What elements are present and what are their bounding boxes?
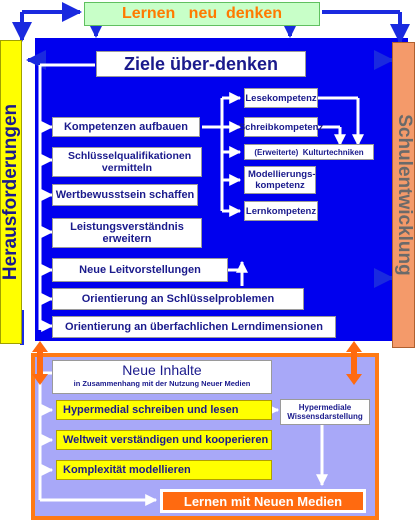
comp-lesekompetenz: Lesekompetenz [244, 88, 318, 108]
item-neue-leitvorstellungen: Neue Leitvorstellungen [52, 258, 228, 282]
side-note-hypermediale-wissensdarstellung: Hypermediale Wissensdarstellung [280, 399, 370, 425]
top-banner-text: Lernen neu denken [121, 5, 283, 22]
item-wertbewusstsein: Wertbewusstsein schaffen [52, 184, 198, 206]
item-leistungsverstaendnis: Leistungsverständnis erweitern [52, 218, 202, 248]
item-ueberfachliche-lerndimensionen: Orientierung an überfachlichen Lerndimen… [52, 316, 336, 338]
lower-title-main: Neue Inhalte [122, 362, 202, 378]
comp-modellierungskompetenz: Modellierungs- kompetenz [244, 166, 316, 194]
lower-item-komplexitaet: Komplexität modellieren [56, 460, 272, 480]
item-schluesselprobleme: Orientierung an Schlüsselproblemen [52, 288, 304, 310]
item-kompetenzen: Kompetenzen aufbauen [52, 117, 200, 137]
lower-tree-lines [38, 371, 328, 506]
left-banner: Herausforderungen [0, 40, 22, 344]
right-banner: Schulentwicklung [392, 42, 415, 348]
top-banner: Lernen neu denken [84, 2, 320, 26]
comp-kulturtechniken: (Erweiterte) Kulturtechniken [244, 144, 374, 160]
lower-item-weltweit: Weltweit verständigen und kooperieren [56, 430, 272, 450]
comp-schreibkompetenz: Schreibkompetenz [239, 117, 323, 137]
lower-title-sub: in Zusammenhang mit der Nutzung Neuer Me… [73, 379, 251, 388]
lower-panel-title: Neue Inhalte in Zusammenhang mit der Nut… [52, 360, 272, 394]
upper-tree-lines [38, 63, 364, 332]
item-schluesselqualifikationen: Schlüsselqualifikationen vermitteln [52, 147, 202, 177]
left-banner-text: Herausforderungen [0, 103, 21, 281]
right-banner-text: Schulentwicklung [393, 114, 415, 276]
comp-lernkompetenz: Lernkompetenz [244, 201, 318, 221]
lower-item-hypermedial: Hypermedial schreiben und lesen [56, 400, 272, 420]
upper-panel-title: Ziele über-denken [96, 51, 306, 77]
result-lernen-mit-neuen-medien: Lernen mit Neuen Medien [160, 489, 366, 513]
orange-link-arrows [32, 341, 362, 385]
